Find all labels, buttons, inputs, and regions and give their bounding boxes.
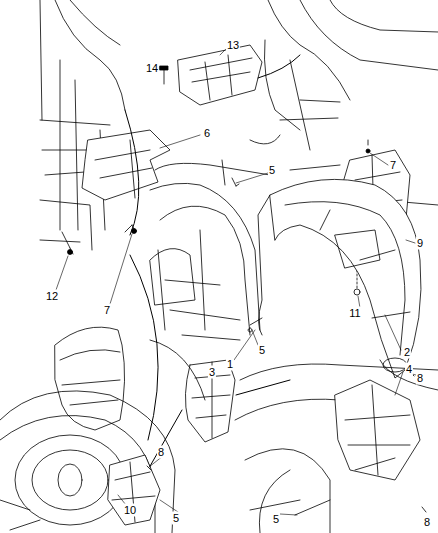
center-vignette <box>150 160 270 340</box>
callout-number: 2 <box>403 346 411 359</box>
callout-number: 7 <box>103 304 111 317</box>
callout-number: 12 <box>45 290 59 303</box>
bottom-left-vignette <box>0 340 205 533</box>
arch-shield-left <box>55 255 158 440</box>
callout-number: 6 <box>203 127 211 140</box>
top-left-vignette <box>40 0 170 255</box>
callout-number: 4 <box>405 363 413 376</box>
callout-number: 11 <box>348 307 361 320</box>
callout-number: 8 <box>416 372 424 385</box>
callout-number: 14 <box>145 62 159 75</box>
callout-number: 13 <box>226 39 240 52</box>
callout-number: 5 <box>172 512 180 525</box>
callout-number: 5 <box>268 164 276 177</box>
callout-number: 8 <box>423 516 431 529</box>
callout-number: 9 <box>416 237 424 250</box>
callout-number: 5 <box>258 344 266 357</box>
bottom-right-vignette <box>235 358 438 533</box>
callout-number: 5 <box>272 513 280 526</box>
fender-liner-2 <box>248 179 421 378</box>
callout-number: 3 <box>208 366 216 379</box>
leader-lines <box>56 48 416 515</box>
shield-3 <box>145 360 290 475</box>
callout-number: 1 <box>226 358 234 371</box>
callout-number: 8 <box>157 446 165 459</box>
callout-number: 10 <box>123 504 137 517</box>
callout-number: 7 <box>389 159 397 172</box>
bracket-13 <box>160 45 300 105</box>
